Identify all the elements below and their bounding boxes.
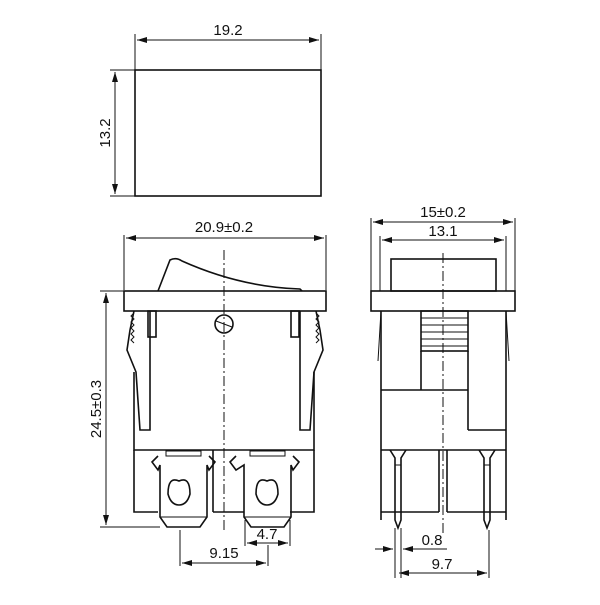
dim-pin-spacing: 9.7	[432, 556, 453, 573]
pin-left	[389, 449, 407, 531]
dim-terminal-pitch: 9.15	[209, 545, 238, 562]
dim-pin-thickness: 0.8	[422, 532, 443, 549]
terminal-right	[228, 450, 301, 528]
pin-right	[478, 449, 496, 531]
rocker-cap-outline	[134, 69, 322, 197]
terminal-left	[150, 450, 217, 528]
rivet-symbol	[214, 314, 234, 334]
dim-top-height: 13.2	[97, 118, 114, 147]
dim-front-width: 20.9±0.2	[195, 219, 253, 236]
dim-front-height: 24.5±0.3	[88, 380, 105, 438]
front-view: 20.9±0.2	[88, 219, 327, 566]
terminal-hole	[167, 479, 191, 506]
dim-side-body: 13.1	[428, 223, 457, 240]
dim-top-width: 19.2	[213, 22, 242, 39]
rocker-actuator	[157, 257, 303, 292]
bezel	[123, 290, 327, 312]
top-view: 19.2 13.2	[97, 22, 322, 197]
terminal-hole	[255, 479, 279, 506]
dim-terminal-width: 4.7	[257, 526, 278, 543]
side-view: 15±0.2 13.1	[370, 204, 516, 578]
dim-side-width: 15±0.2	[420, 204, 466, 221]
